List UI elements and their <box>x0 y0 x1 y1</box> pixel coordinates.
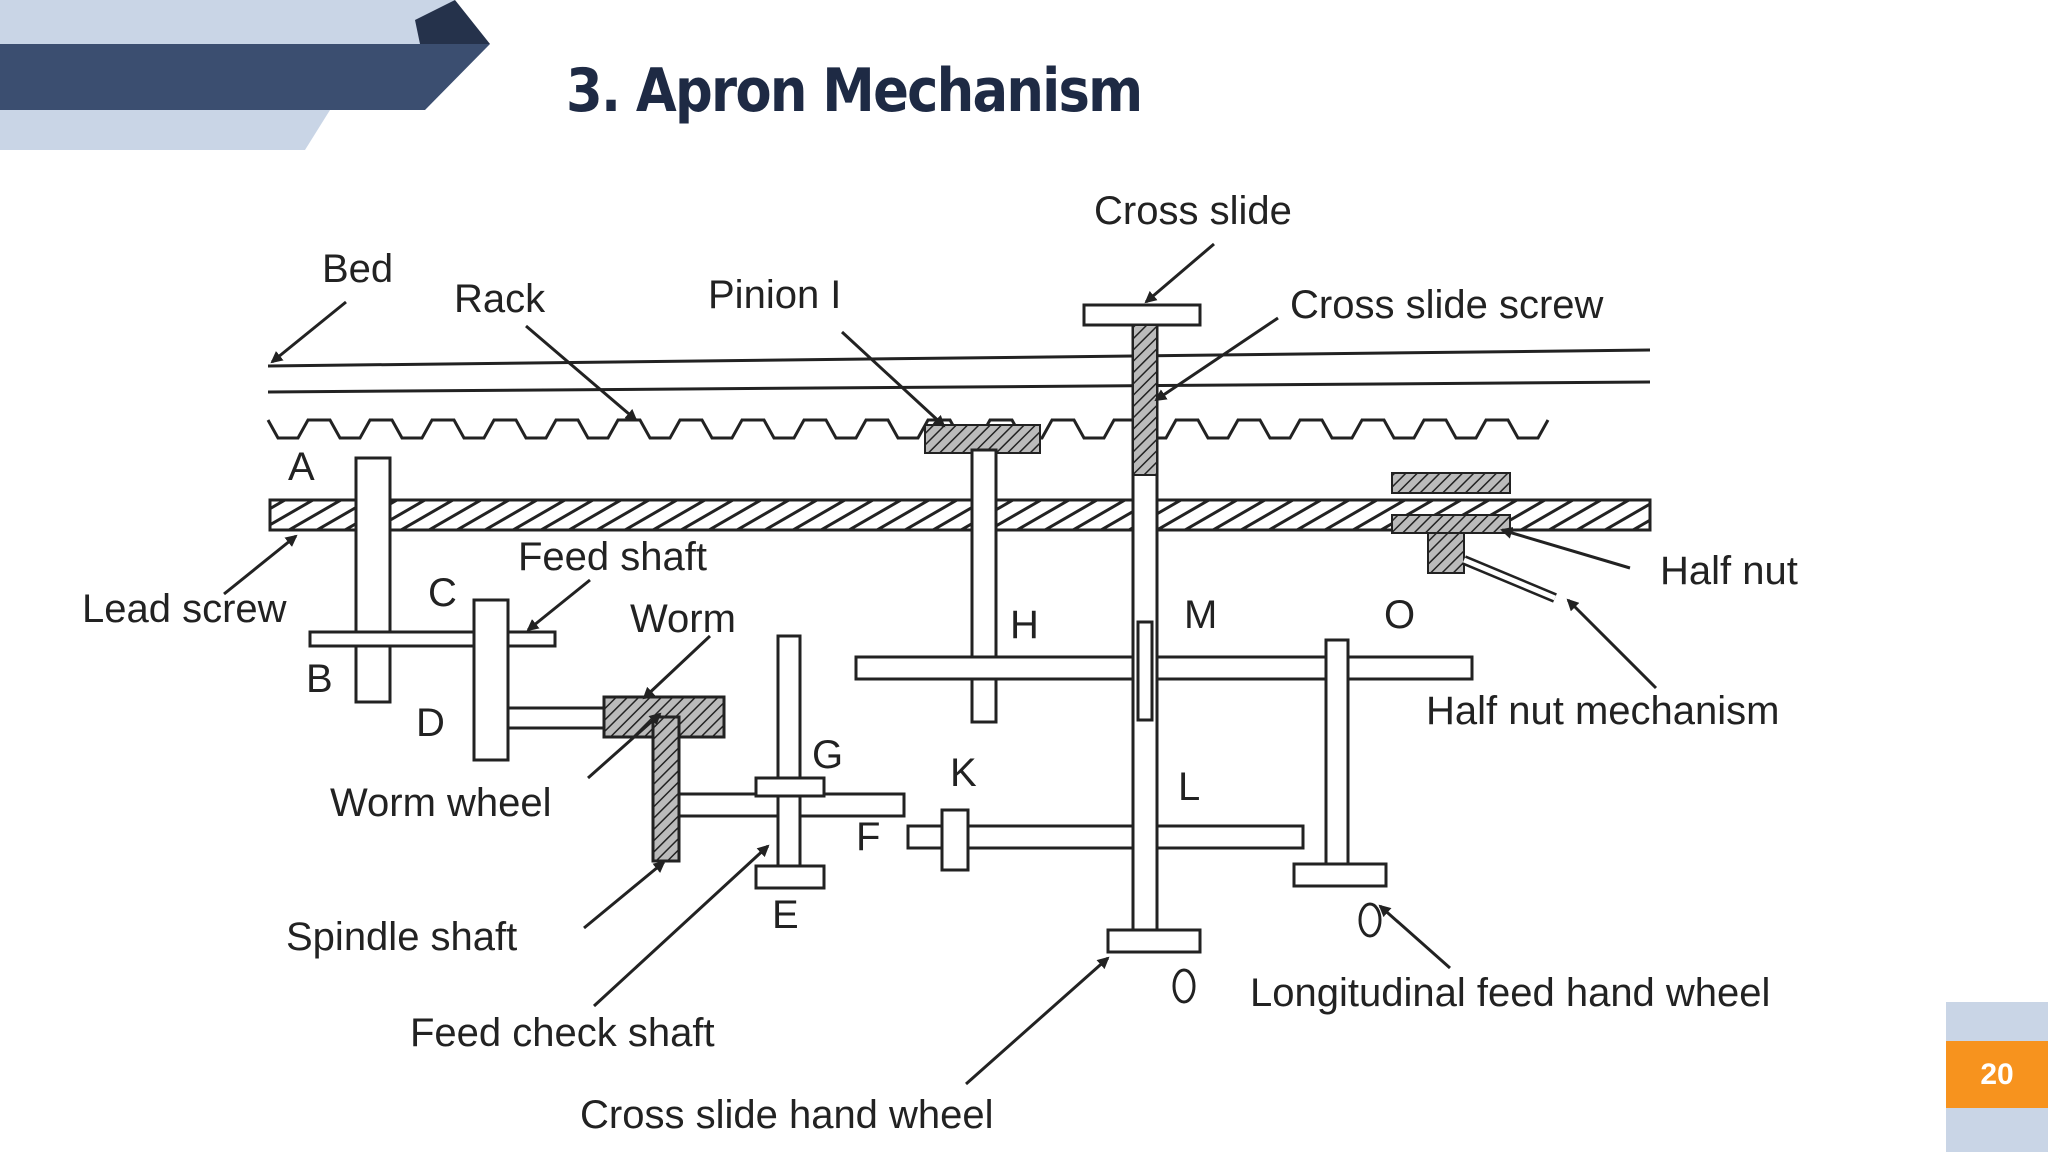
cross-slide-screw <box>1132 324 1158 476</box>
cross-slide-handle <box>1172 968 1196 1004</box>
label-m: M <box>1184 593 1217 637</box>
header-banner <box>0 0 490 150</box>
label-a: A <box>288 445 315 489</box>
half-nut-block <box>1427 532 1465 574</box>
longitudinal-hand-wheel <box>1292 862 1388 888</box>
label-worm-wheel: Worm wheel <box>330 781 552 825</box>
label-e: E <box>772 893 799 937</box>
half-nut-upper <box>1391 472 1511 494</box>
half-nut-lower <box>1391 514 1511 534</box>
slide-title: 3. Apron Mechanism <box>566 56 1143 126</box>
arrow-cross-slide <box>1144 242 1215 304</box>
arrow-longitudinal-hand-wheel <box>1378 904 1451 970</box>
worm-wheel <box>651 715 681 863</box>
label-h: H <box>1010 603 1039 647</box>
bed-line-2 <box>267 380 1651 394</box>
arrow-cross-slide-hand-wheel <box>965 956 1110 1086</box>
gear-k <box>940 808 970 872</box>
feed-shaft <box>308 630 557 648</box>
label-d: D <box>416 701 445 745</box>
arrow-feed-check-shaft <box>592 844 770 1008</box>
label-half-nut-mechanism: Half nut mechanism <box>1426 689 1779 733</box>
label-c: C <box>428 571 457 615</box>
label-f: F <box>856 815 880 859</box>
arrow-half-nut-mechanism <box>1566 598 1658 690</box>
label-half-nut: Half nut <box>1660 549 1798 593</box>
gear-e <box>754 864 826 890</box>
label-bed: Bed <box>322 247 393 291</box>
label-cross-slide-screw: Cross slide screw <box>1290 283 1604 327</box>
arrow-worm-wheel <box>587 712 662 780</box>
banner-dark-tip <box>415 0 490 44</box>
arrow-cross-slide-screw <box>1154 316 1279 402</box>
shaft-m <box>854 655 1474 681</box>
arrow-half-nut <box>1500 527 1631 570</box>
worm-shaft <box>506 706 610 730</box>
arrow-bed <box>270 300 347 364</box>
label-cross-slide-hand-wheel: Cross slide hand wheel <box>580 1093 994 1137</box>
banner-dark <box>0 44 490 110</box>
arrow-worm <box>642 634 712 700</box>
label-feed-check-shaft: Feed check shaft <box>410 1011 715 1055</box>
arrow-pinion <box>840 330 946 428</box>
cross-slide <box>1082 303 1202 327</box>
label-k: K <box>950 751 977 795</box>
label-feed-shaft: Feed shaft <box>518 535 707 579</box>
label-b: B <box>306 657 333 701</box>
rack <box>266 418 1550 440</box>
gear-m <box>1136 620 1154 722</box>
shaft-g <box>776 634 802 882</box>
page-number: 20 <box>1946 1041 2048 1108</box>
shaft-h <box>970 448 998 724</box>
label-worm: Worm <box>630 597 736 641</box>
label-pinion: Pinion I <box>708 273 841 317</box>
label-spindle-shaft: Spindle shaft <box>286 915 517 959</box>
label-longitudinal-feed-hand-wheel: Longitudinal feed hand wheel <box>1250 971 1770 1015</box>
bed-line <box>267 348 1651 368</box>
banner-light-bottom <box>0 110 330 150</box>
arrow-feed-shaft <box>526 578 591 632</box>
label-l: L <box>1178 765 1200 809</box>
label-rack: Rack <box>454 277 546 321</box>
arrow-spindle-shaft <box>583 860 666 930</box>
shaft-o <box>1324 638 1350 870</box>
label-g: G <box>812 733 843 777</box>
gear-c-d <box>472 598 510 762</box>
banner-light-top <box>0 0 455 44</box>
label-o: O <box>1384 593 1415 637</box>
half-nut-lever-inner <box>1463 557 1556 601</box>
longitudinal-handle <box>1358 902 1382 938</box>
corner-decor-top <box>1946 1002 2048 1041</box>
arrow-lead-screw <box>223 534 298 596</box>
cross-slide-hand-wheel <box>1106 928 1202 954</box>
shaft-k <box>906 824 1305 850</box>
gear-g <box>754 776 826 798</box>
arrow-rack <box>525 324 638 422</box>
pinion <box>924 424 1041 454</box>
label-cross-slide: Cross slide <box>1094 189 1292 233</box>
label-lead-screw: Lead screw <box>82 587 287 631</box>
corner-decor-bottom <box>1946 1108 2048 1152</box>
gear-a-b <box>354 456 392 704</box>
